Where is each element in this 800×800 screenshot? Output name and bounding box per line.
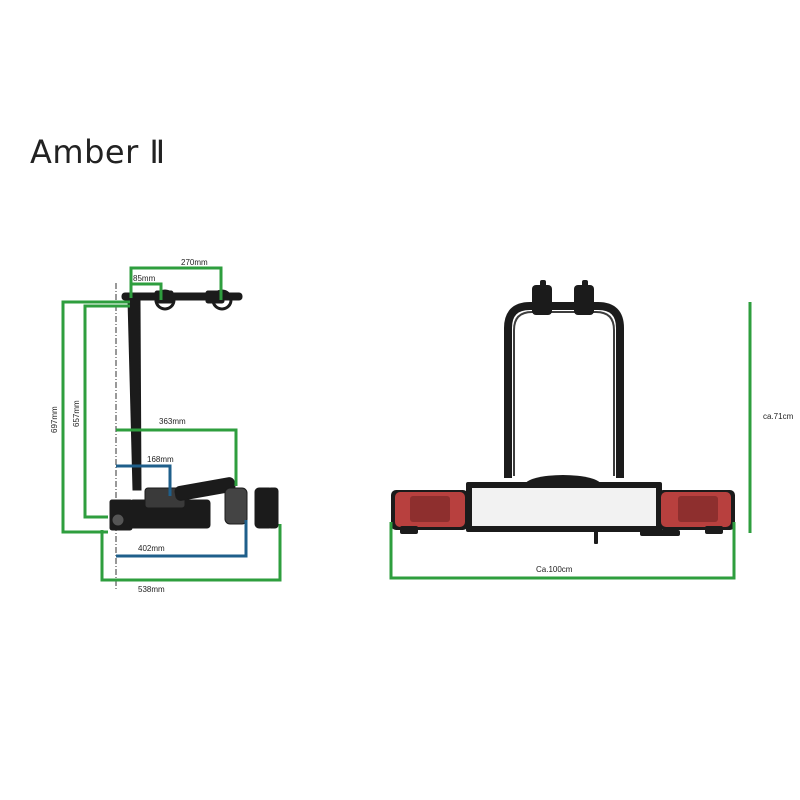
green-dimension-lines <box>61 266 282 582</box>
dim-label-168mm: 168mm <box>147 455 174 464</box>
dim-label-538mm: 538mm <box>138 585 165 594</box>
rear-view: ca.71cm Ca.100cm <box>389 280 794 580</box>
rear-dimension-lines <box>389 302 752 580</box>
dim-label-657mm: 657mm <box>72 400 81 427</box>
side-view: 270mm 85mm 697mm 657mm 363mm 168mm 402mm… <box>50 258 282 594</box>
right-tail-lamp <box>658 490 735 530</box>
rear-strap-holders <box>532 280 594 315</box>
dim-label-height: ca.71cm <box>763 412 794 421</box>
dim-label-402mm: 402mm <box>138 544 165 553</box>
side-rack-body <box>109 289 279 531</box>
left-tail-lamp <box>391 490 468 530</box>
dim-label-85mm: 85mm <box>133 274 156 283</box>
dim-label-width: Ca.100cm <box>536 565 573 574</box>
license-plate <box>472 488 656 526</box>
dim-label-697mm: 697mm <box>50 406 59 433</box>
dim-label-270mm: 270mm <box>181 258 208 267</box>
rear-frame-inner <box>513 311 615 476</box>
blue-dimension-lines <box>116 464 248 558</box>
dim-label-363mm: 363mm <box>159 417 186 426</box>
rear-frame <box>504 302 624 478</box>
lamp-brackets <box>400 526 723 544</box>
product-title: Amber Ⅱ <box>30 133 166 171</box>
